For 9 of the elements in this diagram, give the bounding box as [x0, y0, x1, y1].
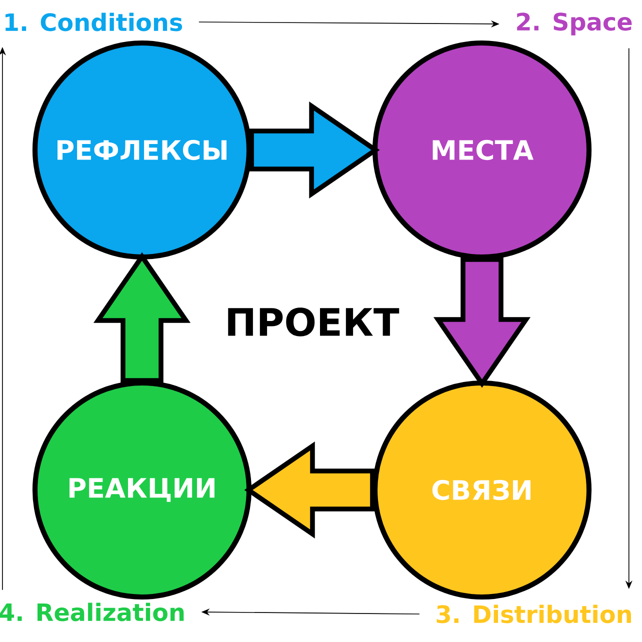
step-label: 1. Conditions [6, 12, 182, 32]
block-arrow [249, 101, 380, 199]
step-label: 3. Distribution [436, 604, 631, 624]
step-label: 4. Realization [0, 602, 184, 622]
block-arrow [93, 252, 191, 383]
block-arrow [433, 257, 531, 388]
step-label: 2. Space [517, 12, 632, 36]
block-arrow [244, 441, 375, 539]
center-title: ПРОЕКТ [228, 308, 400, 336]
